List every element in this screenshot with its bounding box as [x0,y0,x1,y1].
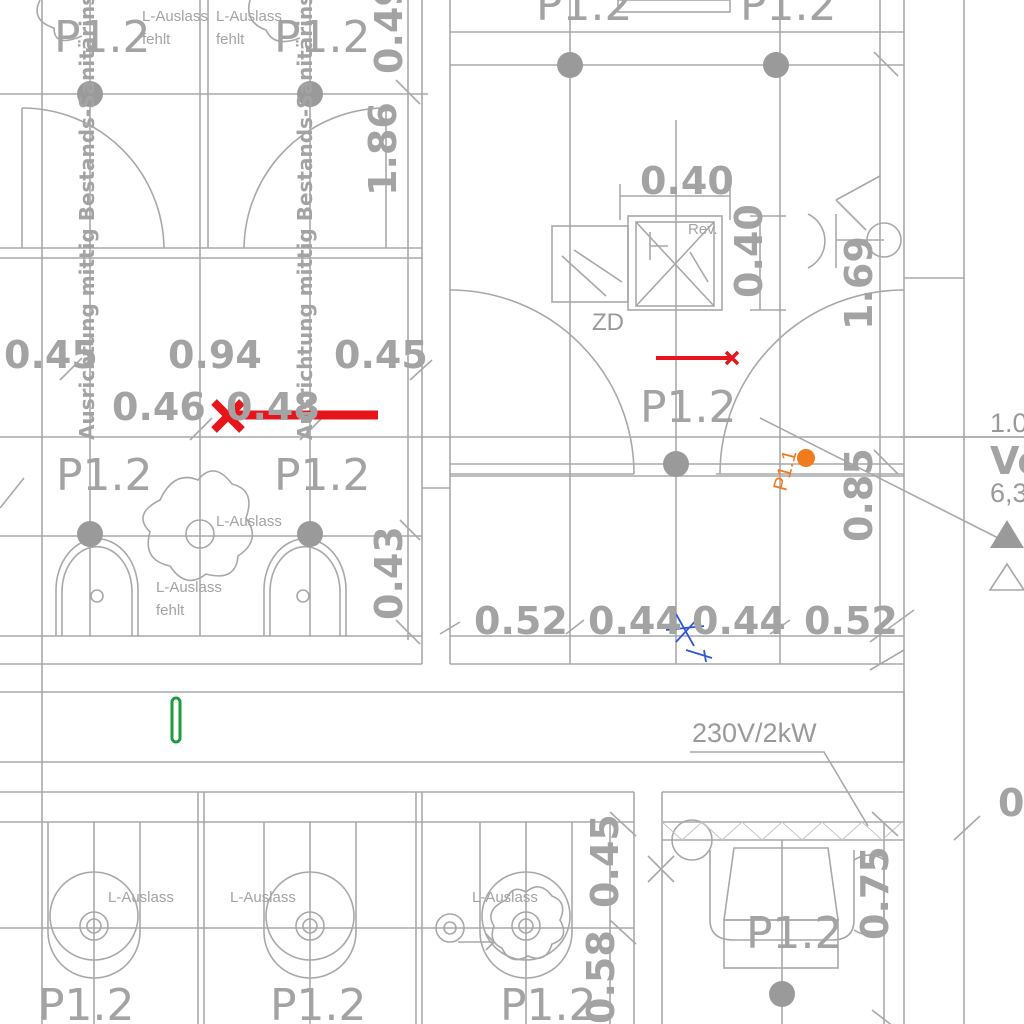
zd-label: ZD [592,309,624,336]
room-label: P1.2 [746,908,843,959]
outlet-note: L-Auslass [216,8,282,25]
room-label: P1.2 [274,450,371,501]
room-label: P1.2 [740,0,837,31]
outlet-note: L-Auslass [216,513,282,530]
room-label: P1.2 [38,980,135,1024]
room-label: P1.2 [640,382,737,433]
outlet-note: L-Auslass [230,889,296,906]
fixtures [36,0,903,979]
dimension-label: 0.58 [579,930,623,1024]
room-label: P1.2 [56,450,153,501]
room-label: P1.2 [54,12,151,63]
revision-label: Rev. [688,221,718,238]
orange-point [797,449,815,467]
alignment-note: Ausrichtung mittig Bestands-Sanitärinsta… [293,0,317,440]
outlet-note: L-Auslass [472,889,538,906]
outlet-note: L-Auslass [156,579,222,596]
dimension-label: 0.40 [727,204,771,298]
dimension-label: 0.75 [853,846,897,940]
power-rating-label: 230V/2kW [692,718,817,748]
dimension-label: 0.52 [474,599,568,643]
dimension-ticks [0,51,1015,1024]
dimension-label: 0.48 [226,385,320,429]
outlet-note: fehlt [216,31,245,48]
outlet-note: fehlt [156,602,185,619]
grid-nodes [77,52,795,1007]
dimension-label: 0.49 [367,0,411,74]
room-label: P1.2 [270,980,367,1024]
dimension-label: 0.44 [692,599,786,643]
dimension-label: 0.40 [640,159,734,203]
level-markers [988,520,1024,591]
edge-label-text: Vo [990,439,1024,483]
room-label: P1.2 [274,12,371,63]
dimension-label: 0.85 [837,448,881,542]
outlet-note: fehlt [142,31,171,48]
dimension-label: 0.45 [334,333,428,377]
outlet-note: L-Auslass [108,889,174,906]
blue-sketch-mark [665,613,713,663]
outlet-note: L-Auslass [142,8,208,25]
dimension-label: 0.52 [804,599,898,643]
alignment-note: Ausrichtung mittig Bestands-Sanitärinsta… [75,0,99,440]
green-marker [170,696,182,744]
dimension-label: 0.94 [168,333,262,377]
dimension-label: 0.43 [367,526,411,620]
markup-annotations [170,350,815,744]
room-label: P1.2 [536,0,633,31]
red-cross-left [211,399,245,433]
dimension-label: 0.45 [583,814,627,908]
door-swings [21,107,905,475]
edge-label-value: 6,3 [990,478,1024,508]
dimension-label: 0. [998,781,1024,825]
dimension-labels: 0.49 1.86 0.45 0.94 0.45 0.46 0.48 0.43 … [4,0,1024,1024]
outlet-notes: L-Auslass fehlt L-Auslass fehlt L-Auslas… [108,8,538,906]
dimension-label: 0.45 [4,333,98,377]
dimension-label: 0.44 [588,599,682,643]
edge-label-value: 1.0 [990,408,1024,438]
p11-label: P1.1 [770,448,802,493]
dimension-label: 1.69 [837,236,881,330]
dimension-label: 1.86 [361,102,405,196]
room-labels: P1.2 P1.2 P1.2 P1.2 P1.2 P1.2 P1.2 P1.2 … [38,0,843,1024]
red-cross-right [724,350,740,366]
dimension-label: 0.46 [112,385,206,429]
room-label: P1.2 [500,980,597,1024]
